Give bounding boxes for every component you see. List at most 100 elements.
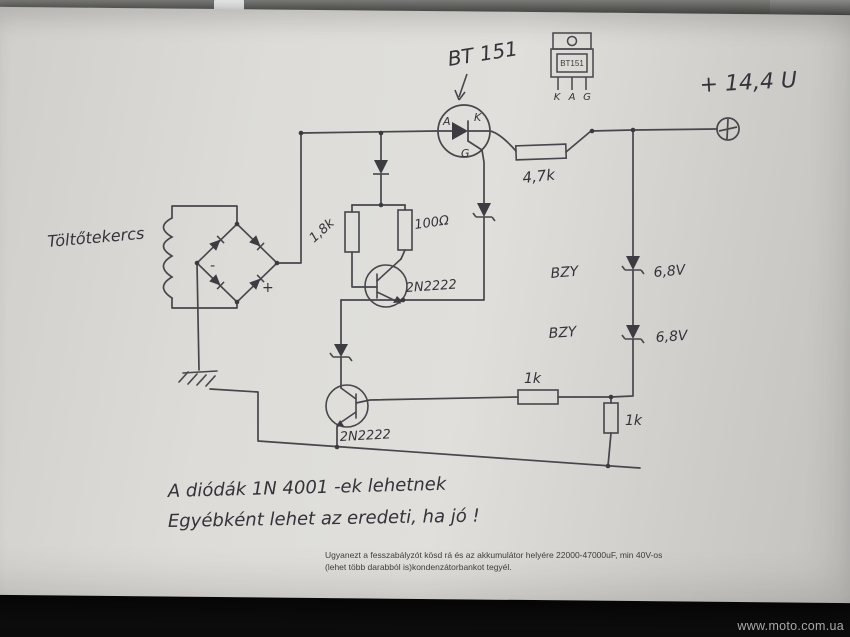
zener-6v8-lower [621, 325, 645, 344]
junction-dot [334, 444, 340, 450]
junction-dot [274, 260, 280, 266]
bridge-diode-2-triangle [249, 235, 261, 247]
resistor-1k8-label: 1,8k [307, 216, 338, 246]
package-label: BT151 [560, 59, 584, 68]
bridge-diode-1-triangle [209, 239, 221, 251]
base-feed-wire [355, 396, 612, 404]
bridge-minus-label: - [210, 258, 215, 274]
left-chain-zener [329, 344, 353, 362]
junction-dot [234, 221, 240, 227]
callout-arrow-line [458, 73, 468, 98]
diode-top-triangle [374, 160, 388, 174]
callout-arrow-head [454, 89, 466, 101]
diode-top [373, 160, 389, 175]
package-pin-k-label: K [554, 92, 562, 103]
watermark: www.moto.com.ua [737, 619, 844, 633]
transistor-q1-emitter-arrow [393, 296, 403, 303]
coil-lead-wires [171, 205, 238, 309]
package-label-box [556, 53, 588, 73]
junction-dot [400, 297, 406, 303]
resistor-100ohm [397, 209, 413, 251]
supply-voltage-label: + 14,4 U [699, 68, 798, 98]
package-pin-a-label: A [568, 92, 576, 103]
zener-6v8-lower-bar [621, 334, 645, 344]
output-terminal-circle [716, 117, 740, 141]
junction-dot [194, 260, 200, 266]
ground-symbol [178, 370, 218, 387]
bridge-diode-4-triangle [249, 278, 261, 290]
zener-lower-value-label: 6,8V [655, 328, 689, 346]
bridge-diode-3-bar [216, 281, 225, 290]
zener-upper-value-label: 6,8V [653, 262, 688, 281]
bridge-diode-1-bar [216, 235, 225, 244]
charging-coil-label: Töltőtekercs [47, 224, 145, 251]
r18-leads-wire [351, 204, 378, 288]
package-legs [557, 77, 587, 90]
transistor-q2-emitter-arrow [336, 420, 344, 427]
gate-zener-triangle [477, 203, 491, 217]
background-highlight [770, 0, 850, 14]
zener-6v8-upper-bar [621, 265, 645, 275]
thyristor-gate-lead [467, 140, 483, 151]
transistor-q1-body [364, 264, 408, 308]
resistor-1k-horizontal-label: 1k [524, 371, 542, 387]
thyristor-cathode-label: K [474, 111, 482, 124]
bridge-diode-4 [249, 274, 265, 290]
output-terminal-cross [718, 118, 738, 140]
transistor-q2-collector [340, 387, 357, 400]
junction-dot [605, 463, 611, 469]
left-chain-wire [336, 299, 342, 448]
resistor-4k7 [514, 143, 568, 161]
zener-upper-type-label: BZY [550, 264, 580, 282]
junction-dot [378, 202, 384, 208]
transistor-q2-body [325, 384, 369, 428]
resistor-1k-vertical [603, 402, 619, 434]
diodes [329, 160, 645, 362]
bridge-plus-label: + [262, 280, 274, 296]
thyristor-triangle [452, 122, 468, 140]
bridge-diode-4-bar [256, 274, 265, 283]
gate-zener-bar [472, 212, 496, 222]
transistor-q1-label: 2N2222 [405, 277, 457, 296]
package-symbol [550, 32, 594, 90]
resistor-100ohm-label: 100Ω [413, 213, 450, 233]
resistor-1k8 [344, 211, 360, 253]
resistor-1k-vertical-label: 1k [625, 413, 643, 429]
gate-chain-wire [340, 149, 485, 301]
zener-6v8-upper-triangle [626, 256, 640, 270]
bridge-output-wires [196, 132, 302, 371]
caption-line-1: Ugyanezt a fesszabályzót kösd rá és az a… [325, 550, 662, 560]
resistors [344, 143, 619, 434]
output-terminal [716, 117, 740, 141]
resistor-4k7-label: 4,7k [522, 166, 558, 187]
junction-dot [589, 128, 595, 134]
left-chain-zener-triangle [334, 344, 348, 357]
note-line-2: Egyébként lehet az eredeti, ha jó ! [168, 506, 480, 532]
ground-hatches [178, 371, 216, 387]
zener-6v8-upper [621, 256, 645, 275]
zener-lower-type-label: BZY [548, 324, 578, 342]
thyristor-gate-label: G [461, 147, 470, 160]
top-rail-wire [300, 128, 718, 153]
right-chain-wire [607, 129, 634, 467]
junction-dot [378, 130, 384, 136]
coil-symbol [162, 217, 174, 299]
junction-dot [234, 299, 240, 305]
resistor-1k-horizontal [517, 389, 559, 405]
bridge-diode-2 [249, 235, 265, 251]
zener-6v8-lower-triangle [626, 325, 640, 339]
transistor-q2-label: 2N2222 [339, 427, 391, 445]
bridge-diode-3-triangle [209, 274, 221, 286]
junction-dot [298, 130, 304, 136]
note-line-1: A diódák 1N 4001 -ek lehetnek [167, 474, 449, 502]
transistor-q2 [325, 384, 369, 428]
junction-dot [630, 127, 636, 133]
bridge-diode-3 [209, 274, 225, 290]
diode-branch-wire [351, 132, 406, 206]
bridge-diode-1 [209, 235, 225, 251]
package-pin-g-label: G [583, 92, 591, 103]
left-chain-zener-bar [329, 352, 353, 362]
bottom-rail-wire [209, 388, 641, 469]
